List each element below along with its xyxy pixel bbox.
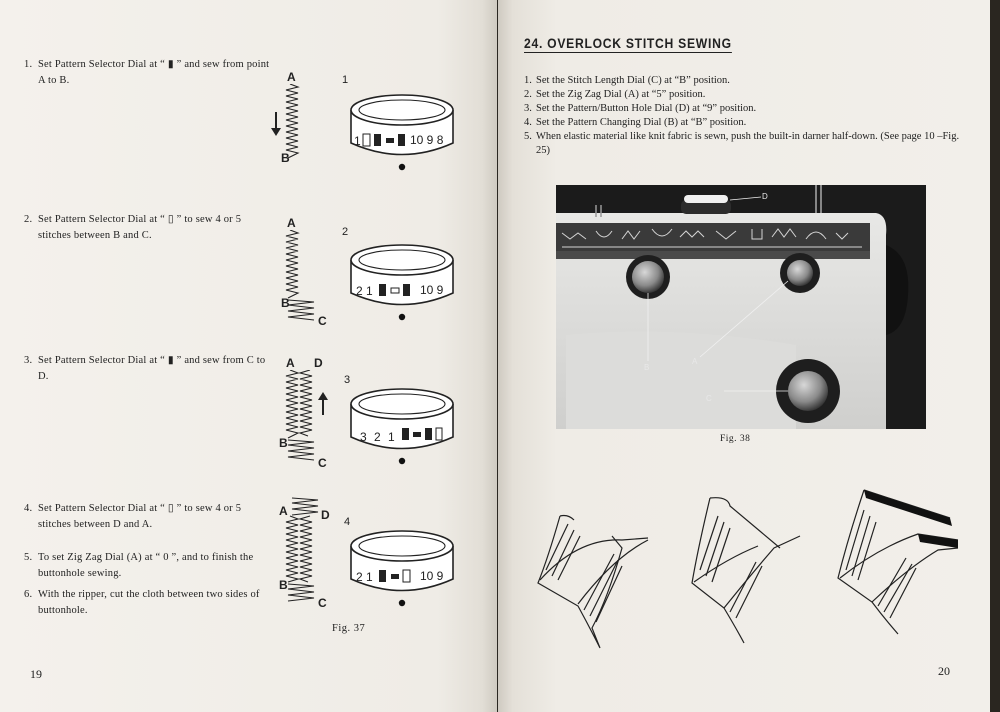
step-number: 4. bbox=[24, 503, 33, 514]
point-label-a: A bbox=[279, 504, 288, 518]
point-label-c: C bbox=[318, 314, 327, 328]
step-number: 6. bbox=[24, 589, 33, 600]
point-label-a: A bbox=[287, 70, 296, 84]
step-text: Set the Stitch Length Dial (C) at “B” po… bbox=[536, 75, 730, 86]
step-text: Set the Zig Zag Dial (A) at “5” position… bbox=[536, 89, 706, 100]
step-text: Set Pattern Selector Dial at “ ▮ ” and s… bbox=[38, 355, 266, 382]
point-label-b: B bbox=[279, 436, 288, 450]
point-label-b: B bbox=[279, 578, 288, 592]
step-text: When elastic material like knit fabric i… bbox=[536, 131, 960, 156]
step-5: 5. To set Zig Zag Dial (A) at “ 0 ”, and… bbox=[24, 550, 270, 582]
step-number: 2. bbox=[524, 89, 532, 100]
overlock-illustration bbox=[537, 489, 959, 649]
stitch-diagram-3 bbox=[285, 370, 328, 461]
dial-number-left: 3 2 1 bbox=[360, 430, 397, 444]
step-number: 1. bbox=[524, 75, 532, 86]
step-number: 5. bbox=[24, 552, 33, 563]
step-text: Set the Pattern/Button Hole Dial (D) at … bbox=[536, 103, 757, 114]
dial-number-left: 1 bbox=[354, 134, 361, 148]
step-3: 3. Set Pattern Selector Dial at “ ▮ ” an… bbox=[24, 353, 270, 385]
stitch-diagram-1 bbox=[271, 84, 300, 159]
left-page: 1. Set Pattern Selector Dial at “ ▮ ” an… bbox=[0, 0, 497, 712]
dial-number-right: 10 9 bbox=[420, 283, 444, 297]
label-c: C bbox=[706, 394, 712, 403]
step-number: 3. bbox=[24, 355, 33, 366]
figure-number-3: 3 bbox=[344, 374, 351, 386]
step-text: Set the Pattern Changing Dial (B) at “B”… bbox=[536, 117, 747, 128]
step-6: 6. With the ripper, cut the cloth betwee… bbox=[24, 587, 270, 619]
page-number: 20 bbox=[938, 664, 950, 678]
step-text: To set Zig Zag Dial (A) at “ 0 ”, and to… bbox=[38, 552, 254, 579]
dial-number-right: 10 9 bbox=[420, 569, 444, 583]
step-1: 1. Set the Stitch Length Dial (C) at “B”… bbox=[524, 74, 964, 88]
step-text: Set Pattern Selector Dial at “ ▯ ” to se… bbox=[38, 214, 242, 241]
step-5: 5. When elastic material like knit fabri… bbox=[524, 130, 964, 158]
label-b: B bbox=[644, 363, 650, 372]
dial-number-left: 2 1 bbox=[356, 570, 373, 584]
stitch-diagram-2 bbox=[285, 230, 315, 321]
point-label-b: B bbox=[281, 151, 290, 165]
dial-number-right: 10 9 8 bbox=[410, 133, 444, 147]
selector-dial-4 bbox=[350, 530, 454, 607]
selector-dial-2 bbox=[350, 244, 454, 321]
figure-caption: Fig. 38 bbox=[720, 434, 751, 444]
step-3: 3. Set the Pattern/Button Hole Dial (D) … bbox=[524, 102, 964, 116]
step-number: 3. bbox=[524, 103, 532, 114]
point-label-d: D bbox=[321, 508, 330, 522]
point-label-d: D bbox=[314, 356, 323, 370]
figure-caption: Fig. 37 bbox=[332, 623, 366, 634]
figure-number-1: 1 bbox=[342, 74, 349, 86]
selector-dial-3 bbox=[350, 388, 454, 465]
label-d: D bbox=[762, 192, 768, 201]
point-label-c: C bbox=[318, 456, 327, 470]
page-number: 19 bbox=[30, 667, 42, 681]
point-label-b: B bbox=[281, 296, 290, 310]
step-number: 5. bbox=[524, 131, 532, 142]
selector-dial-1 bbox=[350, 94, 454, 171]
step-number: 4. bbox=[524, 117, 532, 128]
point-label-c: C bbox=[318, 596, 327, 610]
figure-number-4: 4 bbox=[344, 516, 351, 528]
section-title: 24. OVERLOCK STITCH SEWING bbox=[524, 36, 732, 53]
step-1: 1. Set Pattern Selector Dial at “ ▮ ” an… bbox=[24, 57, 270, 89]
step-2: 2. Set the Zig Zag Dial (A) at “5” posit… bbox=[524, 88, 964, 102]
step-number: 1. bbox=[24, 59, 33, 70]
step-text: Set Pattern Selector Dial at “ ▮ ” and s… bbox=[38, 59, 270, 86]
step-text: With the ripper, cut the cloth between t… bbox=[38, 589, 260, 616]
stitch-diagram-4 bbox=[285, 497, 319, 602]
machine-photo: D B A C bbox=[556, 185, 926, 429]
label-a: A bbox=[692, 357, 698, 366]
step-number: 2. bbox=[24, 214, 33, 225]
right-page: 24. OVERLOCK STITCH SEWING 1. Set the St… bbox=[498, 0, 990, 712]
point-label-a: A bbox=[286, 356, 295, 370]
step-4: 4. Set Pattern Selector Dial at “ ▯ ” to… bbox=[24, 501, 270, 533]
dial-number-left: 2 1 bbox=[356, 284, 373, 298]
figure-number-2: 2 bbox=[342, 226, 349, 238]
point-label-a: A bbox=[287, 216, 296, 230]
step-4: 4. Set the Pattern Changing Dial (B) at … bbox=[524, 116, 964, 130]
step-text: Set Pattern Selector Dial at “ ▯ ” to se… bbox=[38, 503, 242, 530]
step-2: 2. Set Pattern Selector Dial at “ ▯ ” to… bbox=[24, 212, 270, 244]
